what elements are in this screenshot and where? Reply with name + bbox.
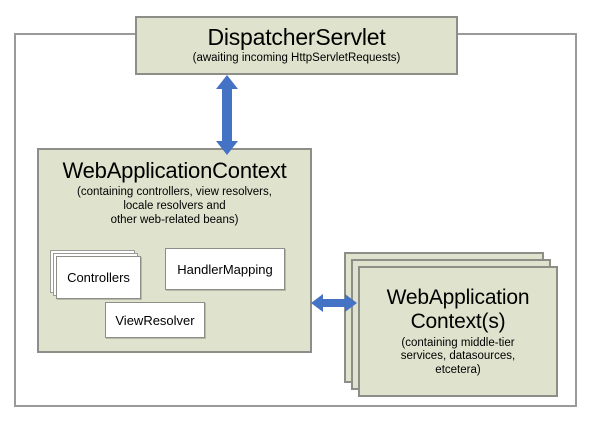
leaf-controllers[interactable]: Controllers: [56, 256, 141, 299]
node-dispatcher-servlet[interactable]: DispatcherServlet (awaiting incoming Htt…: [135, 16, 458, 75]
root-application-contexts-subtitle: (containing middle-tier services, dataso…: [400, 336, 516, 376]
node-root-application-contexts[interactable]: WebApplication Context(s) (containing mi…: [358, 266, 558, 397]
web-application-context-subtitle: (containing controllers, view resolvers,…: [77, 186, 272, 226]
view-resolver-label: ViewResolver: [115, 312, 195, 328]
leaf-handler-mapping[interactable]: HandlerMapping: [165, 248, 285, 290]
web-application-context-title: WebApplicationContext: [62, 158, 287, 183]
root-application-contexts-title: WebApplication Context(s): [386, 285, 530, 333]
horizontal-double-arrow: [311, 294, 357, 312]
leaf-view-resolver[interactable]: ViewResolver: [105, 302, 205, 338]
vertical-double-arrow: [216, 75, 238, 155]
dispatcher-servlet-title: DispatcherServlet: [207, 24, 386, 51]
handler-mapping-label: HandlerMapping: [177, 261, 273, 277]
dispatcher-servlet-subtitle: (awaiting incoming HttpServletRequests): [192, 52, 401, 65]
controllers-label: Controllers: [67, 270, 130, 285]
